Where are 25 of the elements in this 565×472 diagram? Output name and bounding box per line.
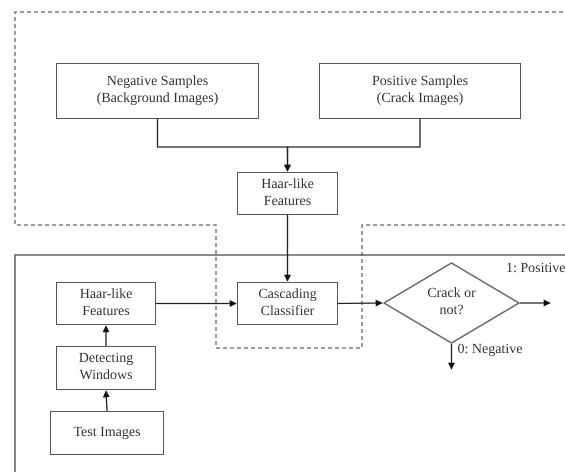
arrow	[102, 390, 110, 412]
arrow	[520, 300, 551, 306]
arrow	[338, 300, 383, 307]
node-label: Detecting Windows	[78, 351, 134, 385]
process-box	[237, 282, 338, 325]
node-label: Crack or not?	[426, 286, 477, 320]
process-box	[56, 282, 156, 325]
process-box	[237, 172, 338, 215]
node-label: Positive Samples (Crack Images)	[370, 74, 470, 108]
decision-diamond	[383, 262, 520, 344]
arrow	[448, 344, 455, 370]
process-box	[50, 411, 164, 455]
arrow	[102, 325, 110, 346]
node-label: Haar-like Features	[260, 176, 315, 210]
node-label: Cascading Classifier	[257, 286, 318, 320]
process-box	[56, 346, 156, 390]
node-label: Negative Samples (Background Images)	[96, 74, 220, 108]
arrow	[284, 215, 291, 282]
arrow	[156, 300, 237, 307]
node-label: Haar-like Features	[78, 286, 134, 320]
arrow	[284, 119, 421, 172]
edge-label: 0: Negative	[458, 342, 522, 358]
process-box	[56, 63, 259, 119]
node-label: Test Images	[72, 424, 142, 442]
process-box	[319, 63, 521, 119]
